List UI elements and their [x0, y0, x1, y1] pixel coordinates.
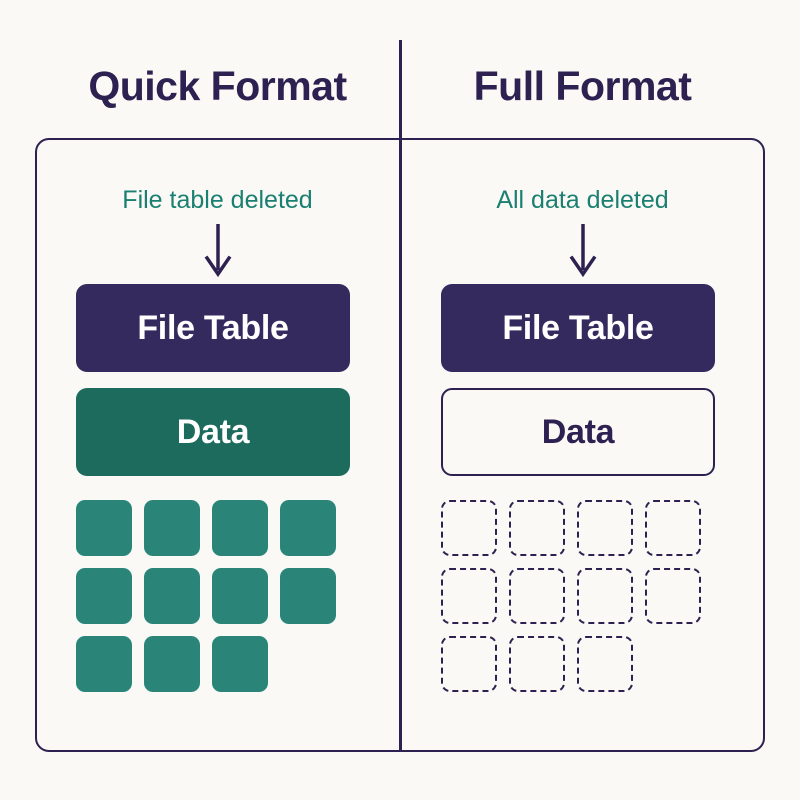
- down-arrow-icon: [400, 224, 765, 280]
- grid-row: [441, 568, 731, 624]
- panel-quick-format: File table deleted File Table Data: [35, 138, 400, 752]
- data-block-cell: [280, 500, 336, 556]
- data-block-cell: [441, 636, 497, 692]
- grid-row: [441, 636, 731, 692]
- data-block-cell: [76, 636, 132, 692]
- data-block-cell: [76, 568, 132, 624]
- data-block-cell: [212, 500, 268, 556]
- data-block-grid-filled: [76, 500, 366, 700]
- data-block-cell: [577, 636, 633, 692]
- data-block-cell: [645, 500, 701, 556]
- data-block-cell: [76, 500, 132, 556]
- block-data: Data: [441, 388, 715, 476]
- caption-full-format: All data deleted: [496, 186, 669, 214]
- block-file-table: File Table: [76, 284, 350, 372]
- data-block-cell: [645, 568, 701, 624]
- data-block-cell: [577, 568, 633, 624]
- block-data: Data: [76, 388, 350, 476]
- data-block-cell: [212, 568, 268, 624]
- data-block-cell: [509, 500, 565, 556]
- down-arrow-icon: [35, 224, 400, 280]
- data-block-cell: [144, 568, 200, 624]
- panel-full-format: All data deleted File Table Data: [400, 138, 765, 752]
- data-block-cell: [441, 568, 497, 624]
- column-divider: [399, 40, 402, 752]
- block-file-table: File Table: [441, 284, 715, 372]
- grid-row: [76, 500, 366, 556]
- data-block-cell: [577, 500, 633, 556]
- data-block-cell: [144, 636, 200, 692]
- data-block-cell: [280, 568, 336, 624]
- caption-quick-format: File table deleted: [122, 186, 313, 214]
- data-block-grid-erased: [441, 500, 731, 700]
- grid-row: [441, 500, 731, 556]
- grid-row: [76, 568, 366, 624]
- data-block-cell: [509, 636, 565, 692]
- data-block-cell: [212, 636, 268, 692]
- data-block-cell: [144, 500, 200, 556]
- data-block-cell: [509, 568, 565, 624]
- data-block-cell: [441, 500, 497, 556]
- panel-title-full-format: Full Format: [473, 63, 692, 109]
- grid-row: [76, 636, 366, 692]
- panel-title-quick-format: Quick Format: [88, 63, 347, 109]
